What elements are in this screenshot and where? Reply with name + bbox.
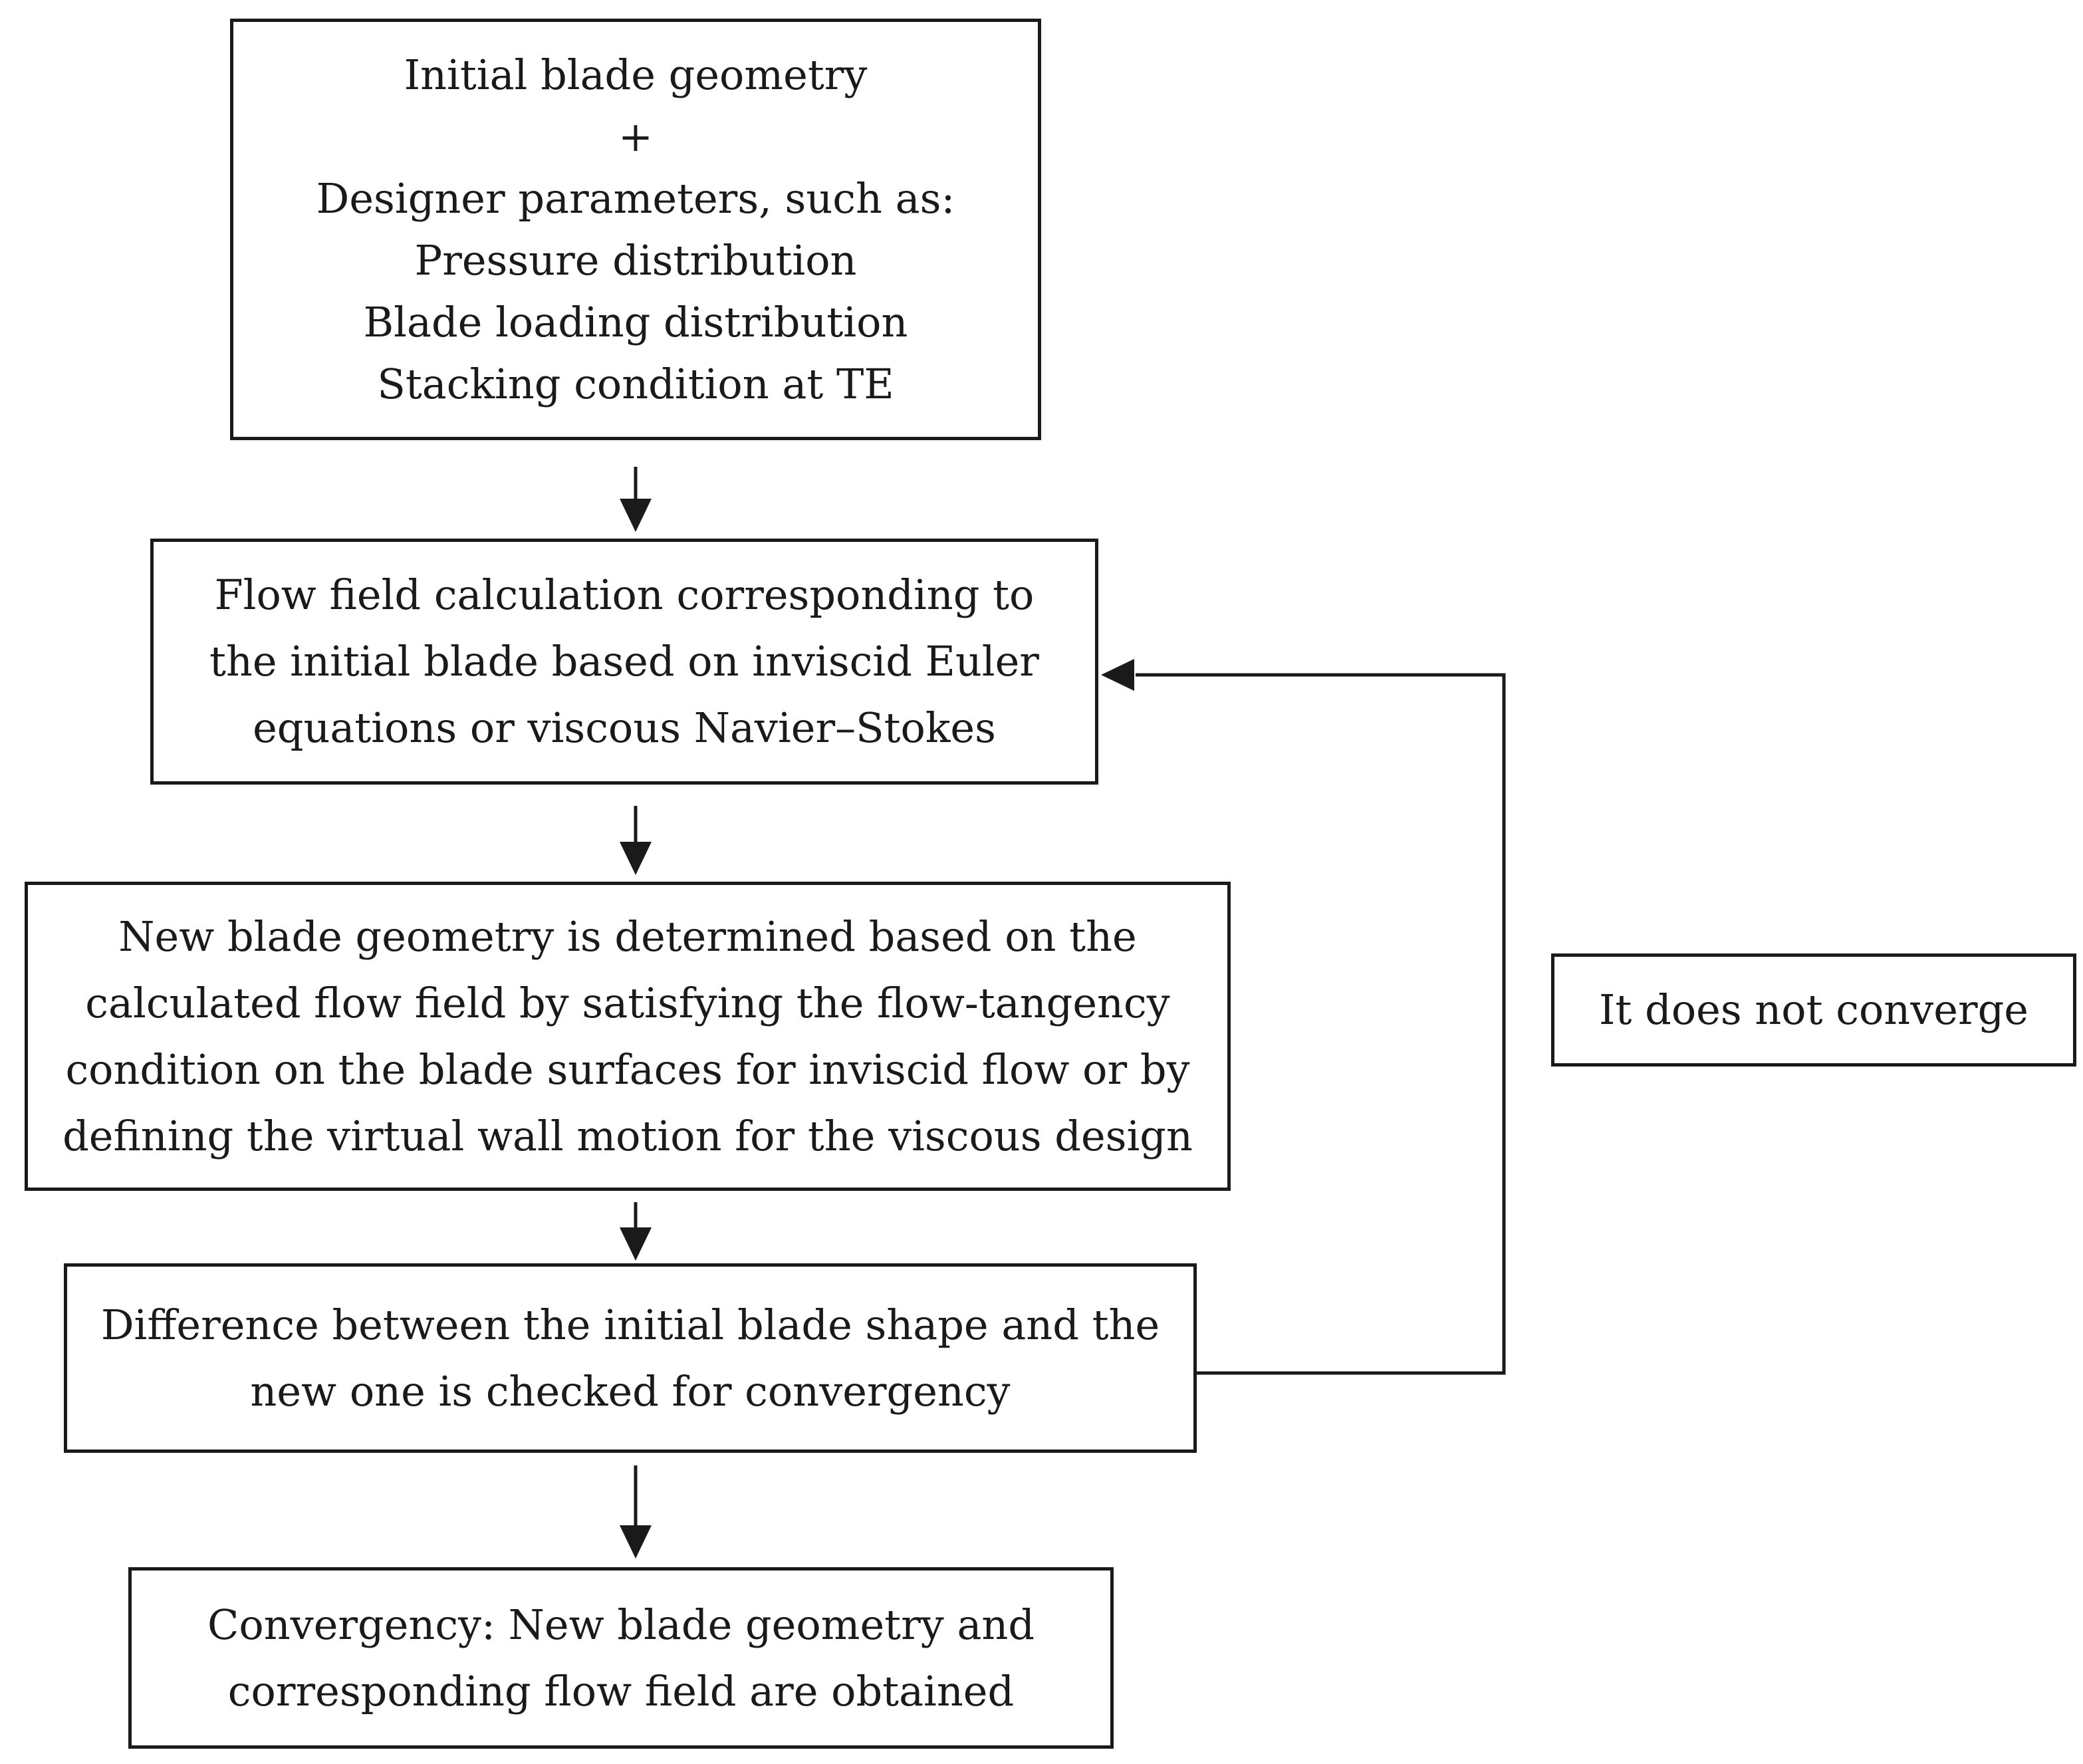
box-text-line: Stacking condition at TE — [377, 360, 894, 408]
convergency-result-box: Convergency: New blade geometry and corr… — [128, 1567, 1114, 1749]
box-text-line: Difference between the initial blade sha… — [100, 1300, 1160, 1349]
no-convergence-label-box: It does not converge — [1551, 953, 2076, 1067]
initial-blade-geometry-box: Initial blade geometry + Designer parame… — [230, 19, 1041, 440]
arrow-flow-to-new-geometry — [620, 806, 652, 875]
box-text-line: Blade loading distribution — [363, 298, 908, 346]
new-blade-geometry-box: New blade geometry is determined based o… — [25, 882, 1231, 1191]
box-text-line: Flow field calculation corresponding to — [214, 570, 1035, 619]
box-text-line: corresponding flow field are obtained — [227, 1666, 1015, 1715]
box-text-line: Designer parameters, such as: — [316, 174, 955, 223]
box-text-line: equations or viscous Navier–Stokes — [253, 703, 996, 752]
box-text-line: + — [618, 112, 653, 161]
box-text-line: Pressure distribution — [414, 236, 857, 285]
box-text-line: Initial blade geometry — [404, 51, 868, 99]
flow-field-calculation-box: Flow field calculation corresponding to … — [150, 539, 1098, 785]
box-text-line: defining the virtual wall motion for the… — [62, 1111, 1193, 1160]
box-text-line: New blade geometry is determined based o… — [118, 912, 1137, 961]
box-text-line: new one is checked for convergency — [250, 1366, 1011, 1416]
box-text-line: the initial blade based on inviscid Eule… — [209, 637, 1039, 686]
arrow-difference-to-convergency — [620, 1465, 652, 1559]
box-text-line: Convergency: New blade geometry and — [207, 1600, 1035, 1649]
arrow-start-to-flow — [620, 467, 652, 532]
box-text-line: calculated flow field by satisfying the … — [85, 978, 1170, 1027]
feedback-loop-arrow — [1101, 659, 1506, 1375]
arrow-new-geometry-to-difference — [620, 1202, 652, 1261]
box-text-line: condition on the blade surfaces for invi… — [65, 1045, 1190, 1094]
convergency-check-box: Difference between the initial blade sha… — [64, 1263, 1197, 1453]
box-text-line: It does not converge — [1599, 985, 2028, 1034]
